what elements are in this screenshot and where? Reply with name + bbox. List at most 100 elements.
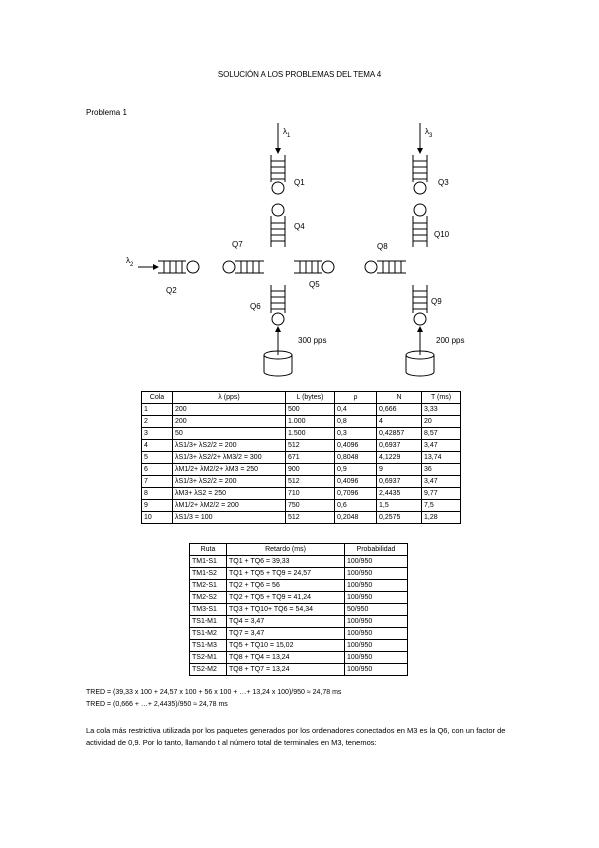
column-header: ρ [334, 391, 377, 404]
formula-tred-1: TRED = (39,33 x 100 + 24,57 x 100 + 56 x… [86, 689, 342, 696]
table-cell: λS1/3 = 100 [172, 511, 286, 524]
table-cell: 3,47 [421, 475, 461, 488]
label-q5: Q5 [309, 280, 320, 289]
label-q4: Q4 [294, 222, 305, 231]
table-cell: 750 [285, 499, 335, 512]
database-right [405, 326, 435, 377]
table-cell: TQ8 + TQ4 = 13,24 [226, 651, 345, 664]
table-cell: 3,47 [421, 439, 461, 452]
section-heading: Problema 1 [86, 108, 127, 117]
table-cell: 4 [376, 415, 422, 428]
column-header: L (bytes) [285, 391, 335, 404]
table-cell: 0,8048 [334, 451, 377, 464]
table-cell: 900 [285, 463, 335, 476]
table-cell: TM1-S1 [189, 555, 227, 568]
queue-q1 [270, 123, 286, 195]
formula-tred-2: TRED = (0,666 + …+ 2,4435)/950 ≈ 24,78 m… [86, 701, 228, 708]
label-q1: Q1 [294, 178, 305, 187]
queue-q2 [138, 260, 200, 274]
table-cell: TQ7 = 3,47 [226, 627, 345, 640]
table-cell: 20 [421, 415, 461, 428]
table-cell: λS1/3+ λS2/2+ λM3/2 = 300 [172, 451, 286, 464]
table-cell: 100/950 [344, 567, 408, 580]
column-header: Retardo (ms) [226, 543, 345, 556]
queue-q5 [294, 260, 335, 274]
table-cell: TM2-S2 [189, 591, 227, 604]
queue-q4 [270, 203, 286, 247]
table-cell: TS1-M3 [189, 639, 227, 652]
column-header: λ (pps) [172, 391, 286, 404]
table-cell: 0,4096 [334, 475, 377, 488]
table-cell: 100/950 [344, 663, 408, 676]
page-title: SOLUCIÓN A LOS PROBLEMAS DEL TEMA 4 [217, 70, 382, 79]
queue-q10 [412, 203, 428, 247]
table-cell: 1.000 [285, 415, 335, 428]
table-cell: 500 [285, 403, 335, 416]
table-cell: 3,33 [421, 403, 461, 416]
table-cell: 512 [285, 475, 335, 488]
table-cell: 0,8 [334, 415, 377, 428]
table-cell: 671 [285, 451, 335, 464]
label-q2: Q2 [166, 286, 177, 295]
column-header: Probabilidad [344, 543, 408, 556]
label-rate-left: 300 pps [298, 336, 326, 345]
database-left [263, 326, 293, 377]
table-cell: TM3-S1 [189, 603, 227, 616]
table-cell: 13,74 [421, 451, 461, 464]
table-cell: 512 [285, 511, 335, 524]
table-cell: 512 [285, 439, 335, 452]
label-q9: Q9 [431, 297, 442, 306]
queue-network-diagram: λ1 λ3 λ2 Q1 Q4 Q2 Q7 Q5 Q6 300 pps Q3 Q1… [126, 123, 464, 377]
table-cell: 2,4435 [376, 487, 422, 500]
table-cell: 0,6 [334, 499, 377, 512]
label-q8: Q8 [377, 242, 388, 251]
table-cell: 0,42857 [376, 427, 422, 440]
label-q7: Q7 [232, 240, 243, 249]
queue-q6 [270, 285, 286, 326]
table-cell: 6 [141, 463, 173, 476]
table-cell: 0,6937 [376, 439, 422, 452]
column-header: Cola [141, 391, 173, 404]
table-cell: 100/950 [344, 639, 408, 652]
table-cell: 10 [141, 511, 173, 524]
paragraph-text: La cola más restrictiva utilizada por lo… [86, 726, 506, 747]
table-cell: 4 [141, 439, 173, 452]
table-cell: 0,2048 [334, 511, 377, 524]
table-cell: 0,3 [334, 427, 377, 440]
table-cell: 100/950 [344, 591, 408, 604]
label-q10: Q10 [434, 230, 450, 239]
table-cell: 1 [141, 403, 173, 416]
table-cell: TQ3 + TQ10+ TQ6 = 54,34 [226, 603, 345, 616]
table-cell: 9 [376, 463, 422, 476]
table-cell: 1,28 [421, 511, 461, 524]
table-cell: 0,4096 [334, 439, 377, 452]
table-cell: 100/950 [344, 627, 408, 640]
table-cell: λS1/3+ λS2/2 = 200 [172, 439, 286, 452]
table-cell: 1,5 [376, 499, 422, 512]
table-cell: 2 [141, 415, 173, 428]
table-cell: 36 [421, 463, 461, 476]
table-cell: 200 [172, 415, 286, 428]
table-cell: 0,9 [334, 463, 377, 476]
table-cell: TQ2 + TQ6 = 56 [226, 579, 345, 592]
table-cell: TQ4 = 3,47 [226, 615, 345, 628]
table-cell: 200 [172, 403, 286, 416]
